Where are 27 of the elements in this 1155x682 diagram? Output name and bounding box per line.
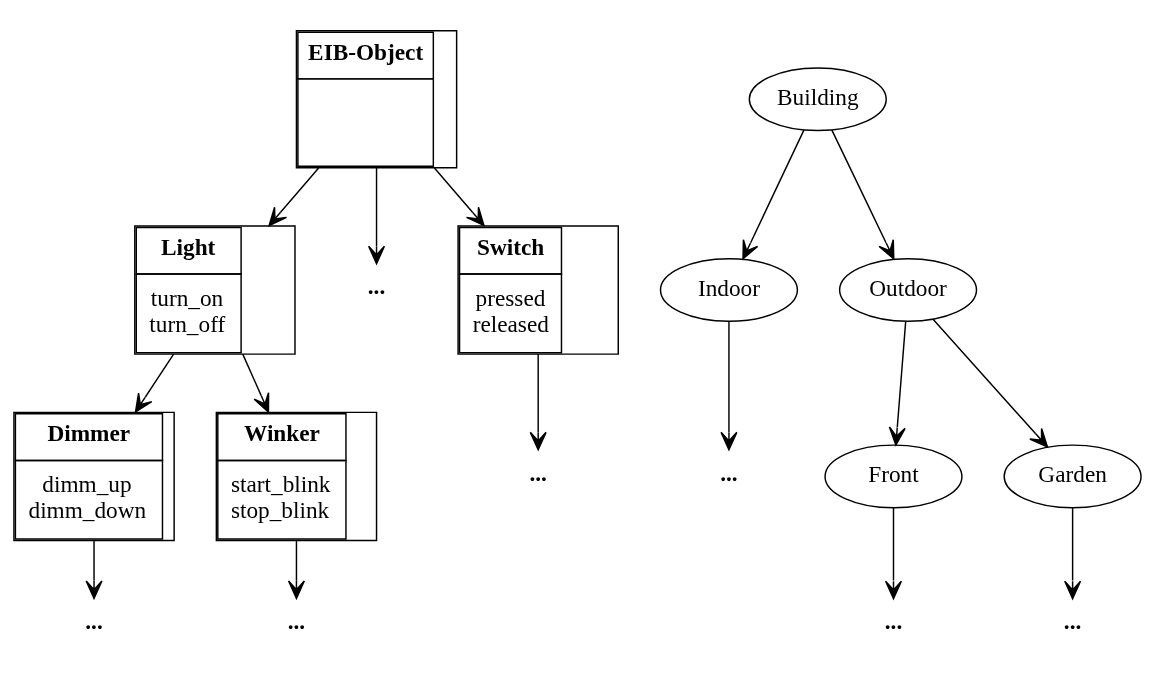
node-text: ... [367, 273, 386, 300]
arrow [932, 318, 1049, 448]
node-ellipse: Garden [1003, 444, 1142, 509]
node-text: ... [85, 608, 103, 635]
arrow [433, 167, 485, 227]
node-ellipse: Indoor [659, 258, 799, 323]
node-text: ... [884, 608, 903, 635]
arrow [888, 320, 907, 446]
node-text: ... [1063, 608, 1082, 635]
node-text: ... [529, 459, 547, 486]
arrow [742, 129, 805, 260]
node-ellipse: Building [748, 67, 887, 132]
node-ellipse: Outdoor [838, 258, 978, 323]
arrow [529, 353, 547, 451]
arrow [884, 507, 903, 600]
arrow [85, 540, 103, 600]
arrow [1064, 507, 1082, 600]
arrow [287, 540, 306, 600]
node-text: ... [287, 608, 306, 635]
arrow [242, 353, 270, 413]
arrow [720, 320, 738, 451]
arrow [268, 167, 320, 227]
arrow [831, 129, 895, 260]
node-text: ... [720, 459, 738, 486]
arrow [367, 167, 386, 265]
node-ellipse: Front [824, 444, 963, 509]
arrow [134, 353, 175, 413]
